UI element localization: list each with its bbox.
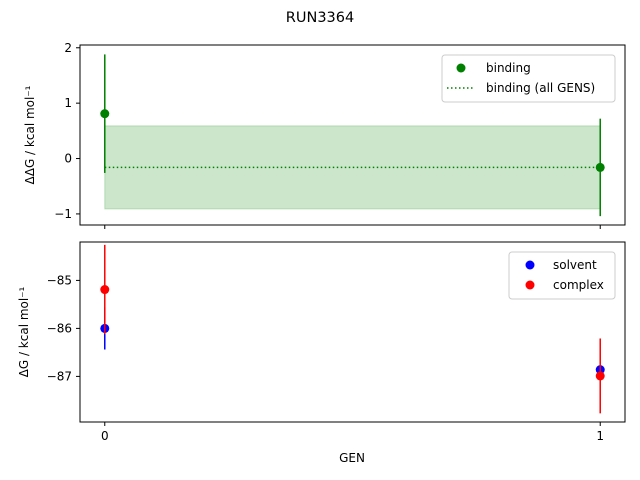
top-y-tick-label-0: 2 (64, 41, 72, 55)
top-legend: binding binding (all GENS) (441, 54, 616, 103)
legend-marker-complex (525, 280, 535, 290)
top-y-tick-label-1: 1 (64, 96, 72, 110)
x-axis-label: GEN (339, 451, 365, 465)
bottom-x-tick-label-0: 0 (101, 429, 109, 443)
bottom-x-tick-label-1: 1 (596, 429, 604, 443)
figure-title: RUN3364 (286, 10, 354, 26)
complex-point-0 (100, 285, 110, 295)
top-legend-box (441, 54, 616, 103)
bottom-y-axis: −85 −86 −87 (47, 273, 80, 383)
bottom-y-tick-label-2: −87 (47, 369, 72, 383)
legend-label-binding-all-gens: binding (all GENS) (486, 81, 595, 95)
bottom-legend-box (508, 251, 616, 300)
top-y-axis-label: ΔΔG / kcal mol⁻¹ (23, 85, 37, 184)
binding-point-0 (100, 109, 110, 119)
bottom-y-tick-label-0: −85 (47, 273, 72, 287)
top-y-tick-label-2: 0 (64, 152, 72, 166)
top-panel: 2 1 0 −1 ΔΔG / kcal mol⁻¹ binding binding (… (23, 41, 626, 229)
bottom-y-axis-label: ΔG / kcal mol⁻¹ (17, 286, 31, 377)
legend-marker-binding (456, 63, 466, 73)
legend-marker-solvent (525, 260, 535, 270)
complex-point-1 (595, 371, 605, 381)
binding-point-1 (595, 162, 605, 172)
bottom-plot-frame (79, 241, 626, 423)
top-plot-frame (79, 44, 626, 226)
bottom-legend: solvent complex (508, 251, 616, 300)
bottom-data-layer (100, 244, 605, 414)
top-data-layer (100, 54, 605, 217)
top-y-tick-label-3: −1 (54, 207, 72, 221)
legend-label-complex: complex (553, 278, 604, 292)
legend-label-solvent: solvent (553, 258, 597, 272)
top-x-ticks (104, 225, 601, 229)
legend-label-binding: binding (486, 61, 531, 75)
top-y-axis: 2 1 0 −1 (54, 41, 80, 221)
bottom-y-tick-label-1: −86 (47, 321, 72, 335)
